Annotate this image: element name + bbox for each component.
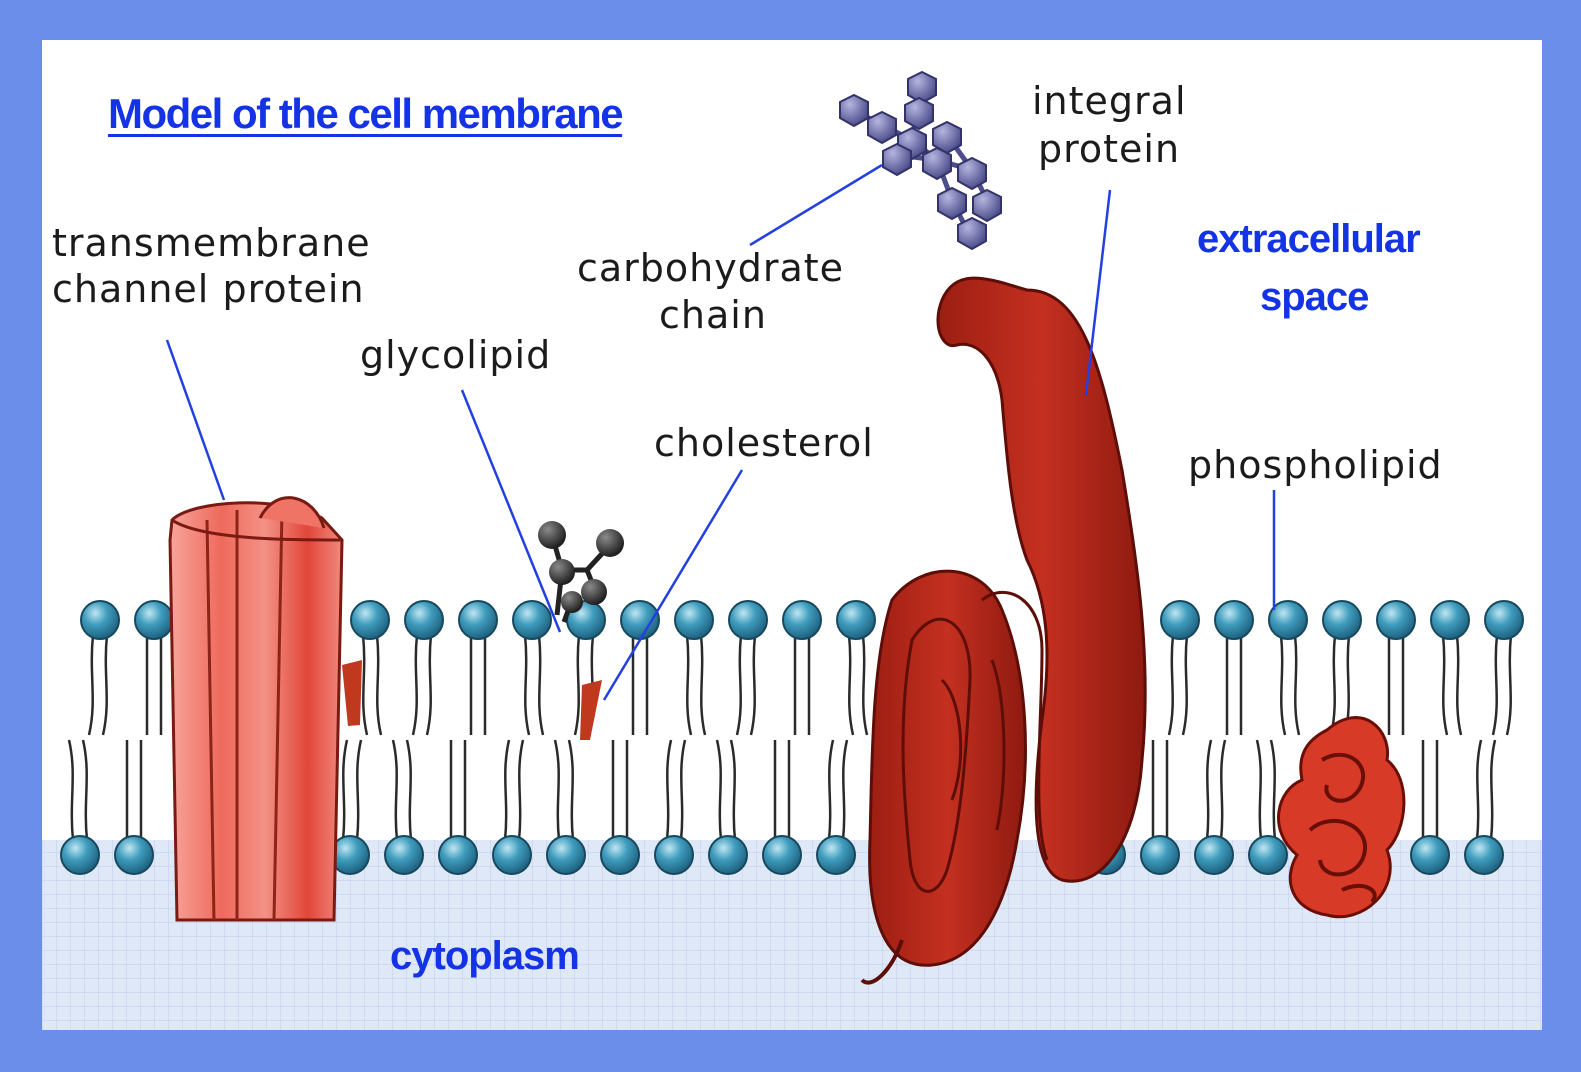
phospholipid-head	[1141, 836, 1179, 874]
phospholipid-head	[1161, 601, 1199, 639]
label-carbohydrate-line2: chain	[659, 292, 767, 338]
label-extracellular-line2: space	[1260, 274, 1368, 320]
diagram-panel: Model of the cell membrane transmembrane…	[42, 40, 1542, 1030]
phospholipid-head	[1215, 601, 1253, 639]
label-integral-line1: integral	[1032, 78, 1187, 124]
phospholipid-head	[547, 836, 585, 874]
label-integral-line2: protein	[1038, 126, 1180, 172]
phospholipid-head	[439, 836, 477, 874]
phospholipid-head	[601, 836, 639, 874]
phospholipid-head	[493, 836, 531, 874]
phospholipid-head	[81, 601, 119, 639]
label-glycolipid: glycolipid	[360, 332, 551, 378]
label-cholesterol: cholesterol	[654, 420, 874, 466]
phospholipid-head	[1377, 601, 1415, 639]
phospholipid-head	[385, 836, 423, 874]
label-cytoplasm: cytoplasm	[390, 933, 579, 979]
phospholipid-head	[729, 601, 767, 639]
carbohydrate-chain	[840, 72, 1001, 249]
phospholipid-head	[1431, 601, 1469, 639]
phospholipid-head	[763, 836, 801, 874]
phospholipid-head	[783, 601, 821, 639]
phospholipid-head	[817, 836, 855, 874]
phospholipid-head	[459, 601, 497, 639]
phospholipid-head	[1195, 836, 1233, 874]
phospholipid-head	[1411, 836, 1449, 874]
phospholipid-head	[675, 601, 713, 639]
label-carbohydrate-line1: carbohydrate	[577, 245, 844, 291]
phospholipid-head	[709, 836, 747, 874]
phospholipid-head	[1323, 601, 1361, 639]
diagram-title: Model of the cell membrane	[108, 90, 622, 138]
label-transmembrane-line2: channel protein	[52, 266, 365, 312]
phospholipid-head	[61, 836, 99, 874]
phospholipid-head	[115, 836, 153, 874]
peripheral-protein	[1278, 718, 1403, 917]
phospholipid-head	[1485, 601, 1523, 639]
label-transmembrane-line1: transmembrane	[52, 220, 371, 266]
phospholipid-head	[655, 836, 693, 874]
membrane-illustration	[42, 40, 1542, 1030]
phospholipid-head	[135, 601, 173, 639]
phospholipid-head	[405, 601, 443, 639]
phospholipid-head	[513, 601, 551, 639]
phospholipid-head	[1465, 836, 1503, 874]
phospholipid-head	[837, 601, 875, 639]
channel-protein	[170, 498, 342, 920]
phospholipid-head	[1249, 836, 1287, 874]
label-phospholipid: phospholipid	[1188, 442, 1443, 488]
phospholipid-head	[351, 601, 389, 639]
label-extracellular-line1: extracellular	[1197, 216, 1420, 262]
